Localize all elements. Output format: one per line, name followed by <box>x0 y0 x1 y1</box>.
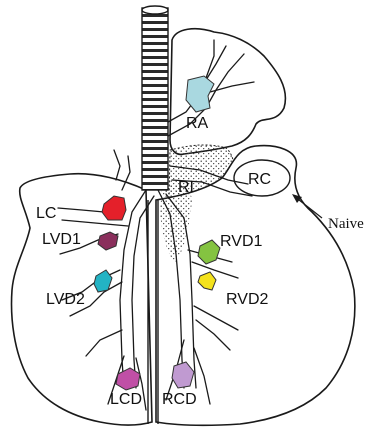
label-ra: RA <box>186 115 209 132</box>
trachea <box>142 8 168 190</box>
label-rvd1: RVD1 <box>220 233 262 250</box>
label-lc: LC <box>36 205 56 222</box>
label-lvd2: LVD2 <box>46 291 85 308</box>
label-lcd: LCD <box>110 391 142 408</box>
label-rc: RC <box>248 171 271 188</box>
label-lvd1: LVD1 <box>42 231 81 248</box>
label-ri: RI <box>178 179 194 196</box>
label-rcd: RCD <box>162 391 197 408</box>
label-naive: Naive <box>328 216 364 232</box>
trachea-opening <box>142 6 168 14</box>
label-rvd2: RVD2 <box>226 291 268 308</box>
